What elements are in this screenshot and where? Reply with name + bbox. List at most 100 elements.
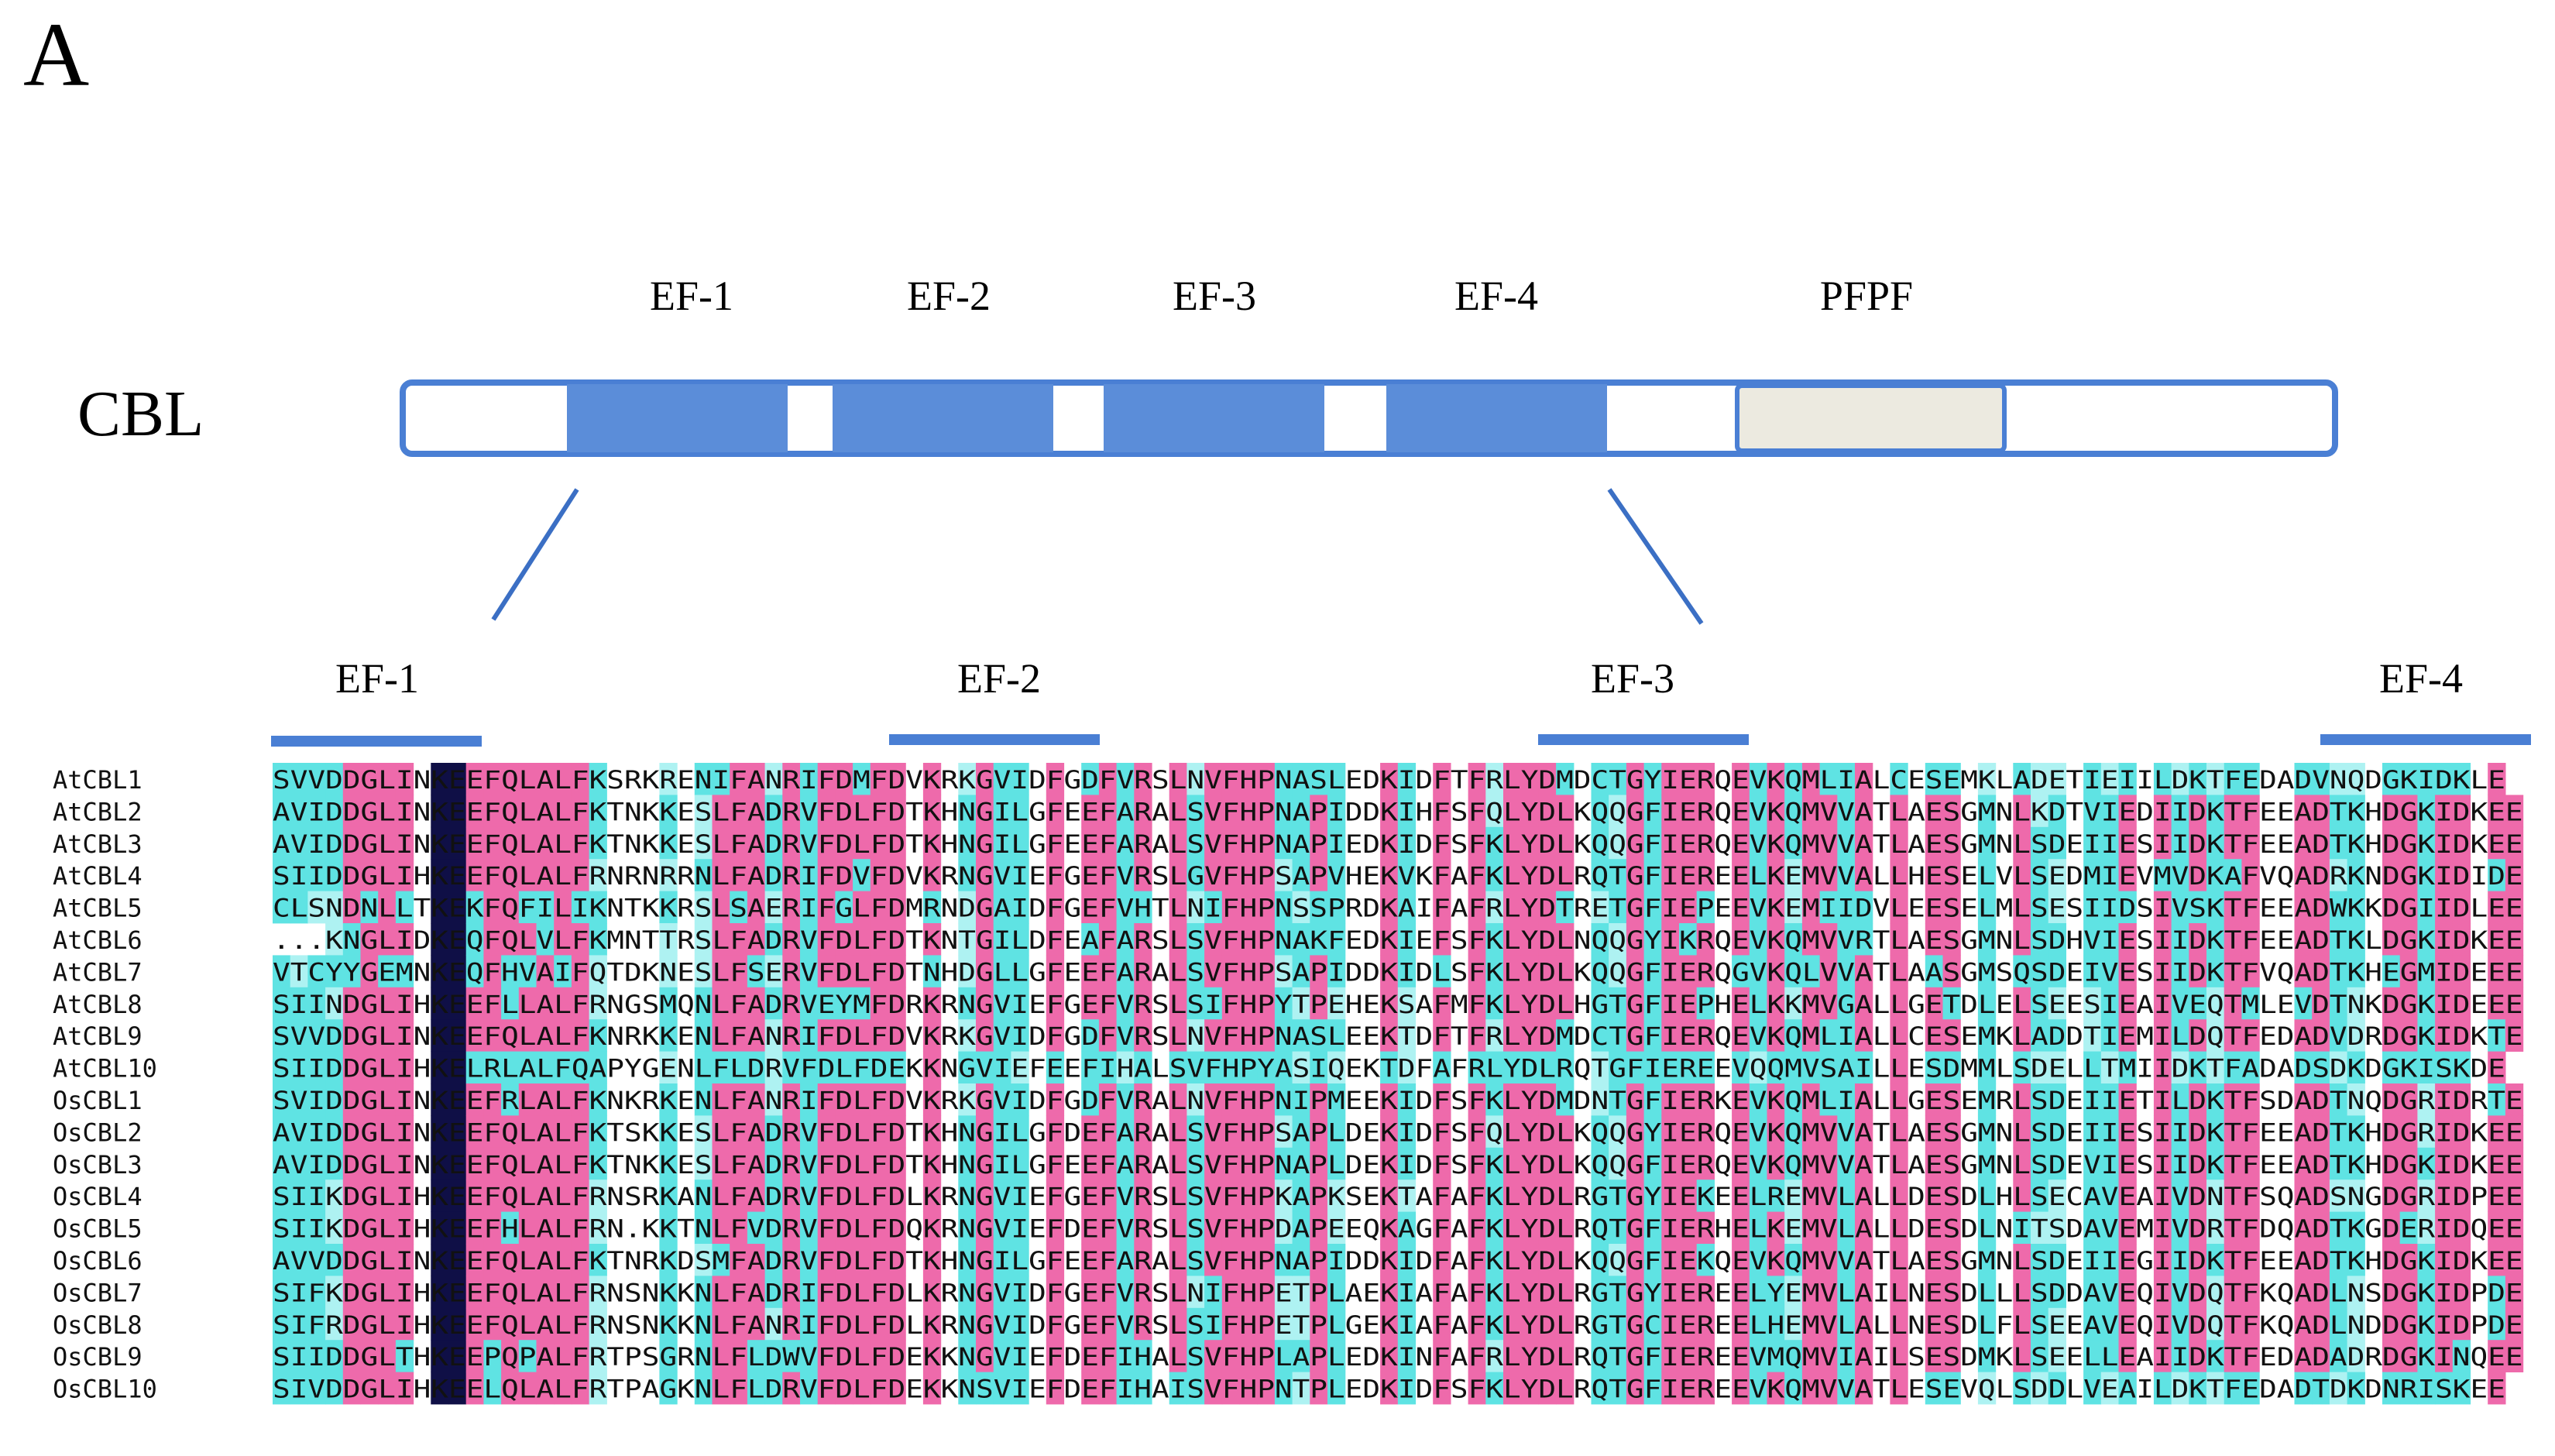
- residue-shade: [1081, 1083, 1100, 1116]
- residue-shade: [1169, 923, 1187, 956]
- residue-shade: [764, 1211, 783, 1245]
- residue-shade: [2153, 923, 2172, 956]
- residue-shade: [782, 1307, 801, 1341]
- residue-shade: [2153, 763, 2172, 795]
- residue-shade: [2153, 1051, 2172, 1084]
- residue-shade: [2399, 891, 2418, 924]
- residue-shade: [1661, 1115, 1680, 1149]
- residue-shade: [2382, 1147, 2401, 1180]
- motif-bar-ef4: [2320, 734, 2531, 745]
- residue-shade: [1942, 923, 1961, 956]
- residue-shade: [922, 923, 942, 956]
- residue-shade: [1855, 923, 1873, 956]
- residue-shade: [1942, 987, 1961, 1020]
- residue-shade: [2452, 1244, 2471, 1276]
- residue-shade: [360, 826, 379, 860]
- residue-shade: [1186, 826, 1205, 860]
- residue-shade: [1310, 1276, 1328, 1309]
- residue-shade: [1204, 955, 1223, 988]
- residue-shade: [1732, 1244, 1750, 1276]
- residue-shade: [1977, 1307, 1997, 1341]
- residue-shade: [1098, 955, 1118, 988]
- motif-label-ef3: EF-3: [1591, 655, 1674, 702]
- sequence-residues: AVIDDGLINKEEFQLALFKTNKKESLFADRVFDLFDTKHN…: [273, 797, 2523, 826]
- residue-shade: [1116, 826, 1135, 860]
- residue-shade: [2118, 795, 2137, 828]
- residue-shade: [1679, 1211, 1698, 1245]
- residue-shade: [2118, 987, 2137, 1020]
- residue-shade: [817, 1083, 836, 1116]
- residue-shade: [1397, 1244, 1417, 1276]
- residue-shade: [1046, 1211, 1065, 1245]
- residue-shade: [1327, 1115, 1346, 1149]
- residue-shade: [1046, 1372, 1065, 1405]
- residue-shade: [1643, 1180, 1662, 1212]
- residue-shade: [1626, 1115, 1645, 1149]
- residue-shade: [325, 859, 344, 891]
- residue-shade: [659, 763, 678, 795]
- residue-shade: [360, 1307, 379, 1341]
- residue-shade: [1520, 1083, 1539, 1116]
- residue-shade: [360, 1147, 379, 1180]
- residue-shade: [554, 1019, 572, 1052]
- residue-shade: [2224, 763, 2242, 795]
- residue-shade: [1679, 1307, 1698, 1341]
- residue-shade: [2399, 1019, 2418, 1052]
- residue-shade: [2100, 1211, 2120, 1245]
- residue-shade: [360, 923, 379, 956]
- residue-shade: [958, 795, 977, 828]
- residue-shade: [2417, 1276, 2436, 1309]
- residue-shade: [1485, 955, 1504, 988]
- residue-shade: [1591, 1244, 1609, 1276]
- residue-shade: [1292, 1307, 1310, 1341]
- residue-shade: [1679, 1051, 1698, 1084]
- residue-shade: [2241, 1307, 2260, 1341]
- residue-shade: [835, 1180, 853, 1212]
- residue-shade: [1081, 987, 1100, 1020]
- residue-shade: [448, 1276, 467, 1309]
- residue-shade: [958, 1244, 977, 1276]
- sequence-residues: SVVDDGLINKEEFQLALFKNRKKENLFANRIFDLFDVKRK…: [273, 1022, 2523, 1051]
- residue-shade: [465, 1051, 484, 1084]
- residue-shade: [342, 1307, 362, 1341]
- residue-shade: [1609, 1340, 1627, 1372]
- residue-shade: [2206, 891, 2225, 924]
- residue-shade: [1925, 923, 1944, 956]
- residue-shade: [1819, 923, 1838, 956]
- residue-shade: [1503, 1211, 1522, 1245]
- residue-shade: [1380, 891, 1399, 924]
- residue-shade: [2294, 1083, 2313, 1116]
- residue-shade: [1186, 1211, 1205, 1245]
- residue-shade: [1011, 955, 1029, 988]
- residue-shade: [1134, 826, 1152, 860]
- residue-shade: [1433, 826, 1451, 860]
- residue-shade: [325, 1180, 344, 1212]
- residue-shade: [2241, 1340, 2260, 1372]
- residue-shade: [712, 1244, 730, 1276]
- residue-shade: [1591, 795, 1609, 828]
- residue-shade: [1925, 859, 1944, 891]
- residue-shade: [1098, 987, 1118, 1020]
- residue-shade: [694, 1340, 713, 1372]
- residue-shade: [518, 1244, 537, 1276]
- residue-shade: [835, 1147, 853, 1180]
- residue-shade: [589, 1147, 607, 1180]
- residue-shade: [1169, 1307, 1187, 1341]
- residue-shade: [2399, 1340, 2418, 1372]
- residue-shade: [2013, 826, 2031, 860]
- residue-shade: [1591, 859, 1609, 891]
- residue-shade: [1239, 826, 1258, 860]
- residue-shade: [817, 1244, 836, 1276]
- residue-shade: [800, 955, 819, 988]
- residue-shade: [853, 1051, 871, 1084]
- residue-shade: [1801, 891, 1821, 924]
- residue-shade: [273, 1372, 291, 1405]
- residue-shade: [870, 1244, 889, 1276]
- residue-shade: [2505, 987, 2524, 1020]
- residue-shade: [1925, 1211, 1944, 1245]
- residue-shade: [993, 795, 1011, 828]
- residue-shade: [2013, 1147, 2031, 1180]
- residue-shade: [694, 923, 713, 956]
- residue-shade: [273, 1180, 291, 1212]
